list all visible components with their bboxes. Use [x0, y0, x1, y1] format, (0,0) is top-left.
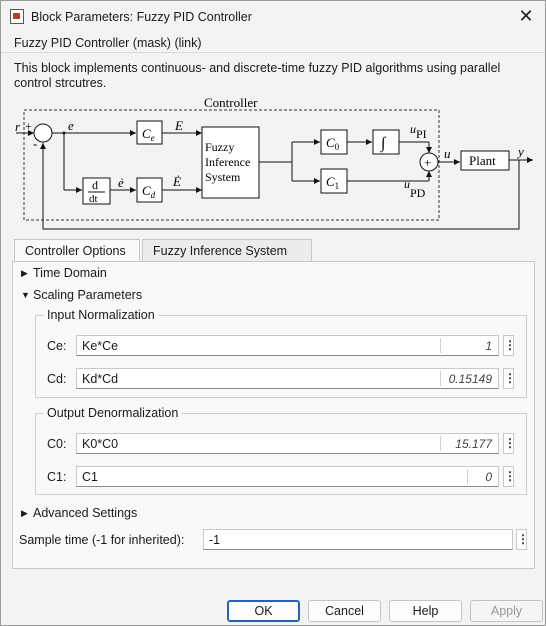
c0-input[interactable]: K0*C0 15.177: [76, 433, 499, 454]
close-button[interactable]: ✕: [518, 6, 534, 26]
c1-more-button[interactable]: ⋮: [503, 466, 516, 487]
cd-evaluated-value: 0.15149: [448, 372, 492, 386]
section-time-domain[interactable]: ▶ Time Domain: [21, 266, 107, 280]
c1-gain-text: C1: [326, 174, 339, 191]
plus-label: +: [25, 119, 32, 133]
u-pi-label: uPI: [410, 122, 427, 141]
sample-time-more-button[interactable]: ⋮: [516, 529, 529, 550]
input-normalization-legend: Input Normalization: [44, 308, 158, 322]
collapsed-triangle-icon: ▶: [21, 268, 28, 278]
u-pd-label: uPD: [404, 177, 426, 200]
fis-line2: Inference: [205, 155, 250, 169]
E-label: E: [174, 118, 183, 133]
r-label: r: [15, 119, 21, 134]
ce-label: Ce:: [47, 339, 67, 353]
cd-label: Cd:: [47, 372, 67, 386]
c0-evaluated-value: 15.177: [455, 437, 492, 451]
section-advanced-settings[interactable]: ▶ Advanced Settings: [21, 506, 137, 520]
deriv-bottom: dt: [89, 193, 98, 205]
controller-label: Controller: [204, 95, 258, 110]
c1-label: C1:: [47, 470, 67, 484]
c0-label: C0:: [47, 437, 67, 451]
output-sum-plus: +: [424, 155, 431, 170]
sample-time-value: -1: [209, 533, 221, 547]
ce-evaluated-value: 1: [485, 339, 492, 353]
c0-more-button[interactable]: ⋮: [503, 433, 516, 454]
fis-line3: System: [205, 170, 241, 184]
tab-fuzzy-inference-system[interactable]: Fuzzy Inference System: [142, 239, 312, 262]
ce-input[interactable]: Ke*Ce 1: [76, 335, 499, 356]
cd-expression: Kd*Cd: [82, 372, 119, 386]
cd-gain-block: [136, 177, 163, 203]
minus-label: -: [33, 136, 37, 151]
integrator-block: [372, 129, 400, 155]
section-scaling-parameters[interactable]: ▼Scaling Parameters: [21, 288, 142, 302]
cancel-button[interactable]: Cancel: [308, 600, 381, 622]
ok-button[interactable]: OK: [227, 600, 300, 622]
ce-value-divider: [440, 338, 441, 353]
e-label: e: [68, 118, 74, 133]
block-parameters-icon: [10, 9, 24, 24]
c0-gain-text: C0: [326, 135, 340, 152]
fuzzy-inference-block: [201, 126, 260, 199]
window-title: Block Parameters: Fuzzy PID Controller: [31, 10, 252, 24]
expanded-triangle-icon: ▼: [21, 290, 30, 300]
E-dot-label: Ė: [172, 174, 181, 189]
fis-line1: Fuzzy: [205, 140, 234, 154]
output-denormalization-group: Output Denormalization C0: K0*C0 15.177 …: [35, 406, 527, 495]
ce-expression: Ke*Ce: [82, 339, 119, 353]
cd-value-divider: [440, 371, 441, 386]
cd-gain-text: Cd: [142, 183, 156, 200]
tab-controller-options[interactable]: Controller Options: [14, 239, 140, 263]
c1-value-divider: [467, 469, 468, 484]
controller-boundary: [23, 109, 440, 221]
help-button[interactable]: Help: [389, 600, 462, 622]
sample-time-label: Sample time (-1 for inherited):: [19, 533, 185, 547]
section-advanced-settings-label: Advanced Settings: [33, 506, 138, 520]
output-denormalization-legend: Output Denormalization: [44, 406, 182, 420]
branch-dot: [62, 131, 66, 135]
cd-input[interactable]: Kd*Cd 0.15149: [76, 368, 499, 389]
ce-gain-text: Ce: [142, 126, 155, 143]
u-label: u: [444, 146, 451, 161]
e-dot-label: ė: [118, 175, 124, 190]
c1-gain-block: [320, 168, 348, 194]
cd-more-button[interactable]: ⋮: [503, 368, 516, 389]
sample-time-input[interactable]: -1: [203, 529, 513, 550]
mask-title: Fuzzy PID Controller (mask) (link): [14, 36, 202, 50]
deriv-top: d: [92, 178, 98, 192]
c0-expression: K0*C0: [82, 437, 119, 451]
error-sum-junction: [33, 123, 53, 143]
section-time-domain-label: Time Domain: [33, 266, 107, 280]
apply-button[interactable]: Apply: [470, 600, 543, 622]
controller-options-panel: ▶ Time Domain ▼Scaling Parameters Input N…: [12, 261, 535, 569]
c1-expression: C1: [82, 470, 98, 484]
integrator-symbol: ∫: [380, 135, 387, 153]
collapsed-triangle-icon: ▶: [21, 508, 28, 518]
title-bar: Block Parameters: Fuzzy PID Controller ✕: [1, 1, 545, 32]
input-normalization-group: Input Normalization Ce: Ke*Ce 1 ⋮ Cd: Kd…: [35, 308, 527, 398]
derivative-block: [82, 177, 111, 205]
c1-input[interactable]: C1 0: [76, 466, 499, 487]
c1-evaluated-value: 0: [485, 470, 492, 484]
block-description: This block implements continuous- and di…: [14, 61, 501, 90]
feedback-wire: [40, 143, 520, 230]
header-divider: [1, 52, 545, 53]
section-scaling-parameters-label: Scaling Parameters: [33, 288, 143, 302]
controller-diagram: Controller r + - e Ce d dt ė Cd E Ė Fuzz…: [15, 95, 533, 230]
plant-label: Plant: [469, 153, 496, 168]
c0-gain-block: [320, 129, 348, 155]
ce-more-button[interactable]: ⋮: [503, 335, 516, 356]
y-label: y: [516, 144, 524, 159]
c0-value-divider: [440, 436, 441, 451]
